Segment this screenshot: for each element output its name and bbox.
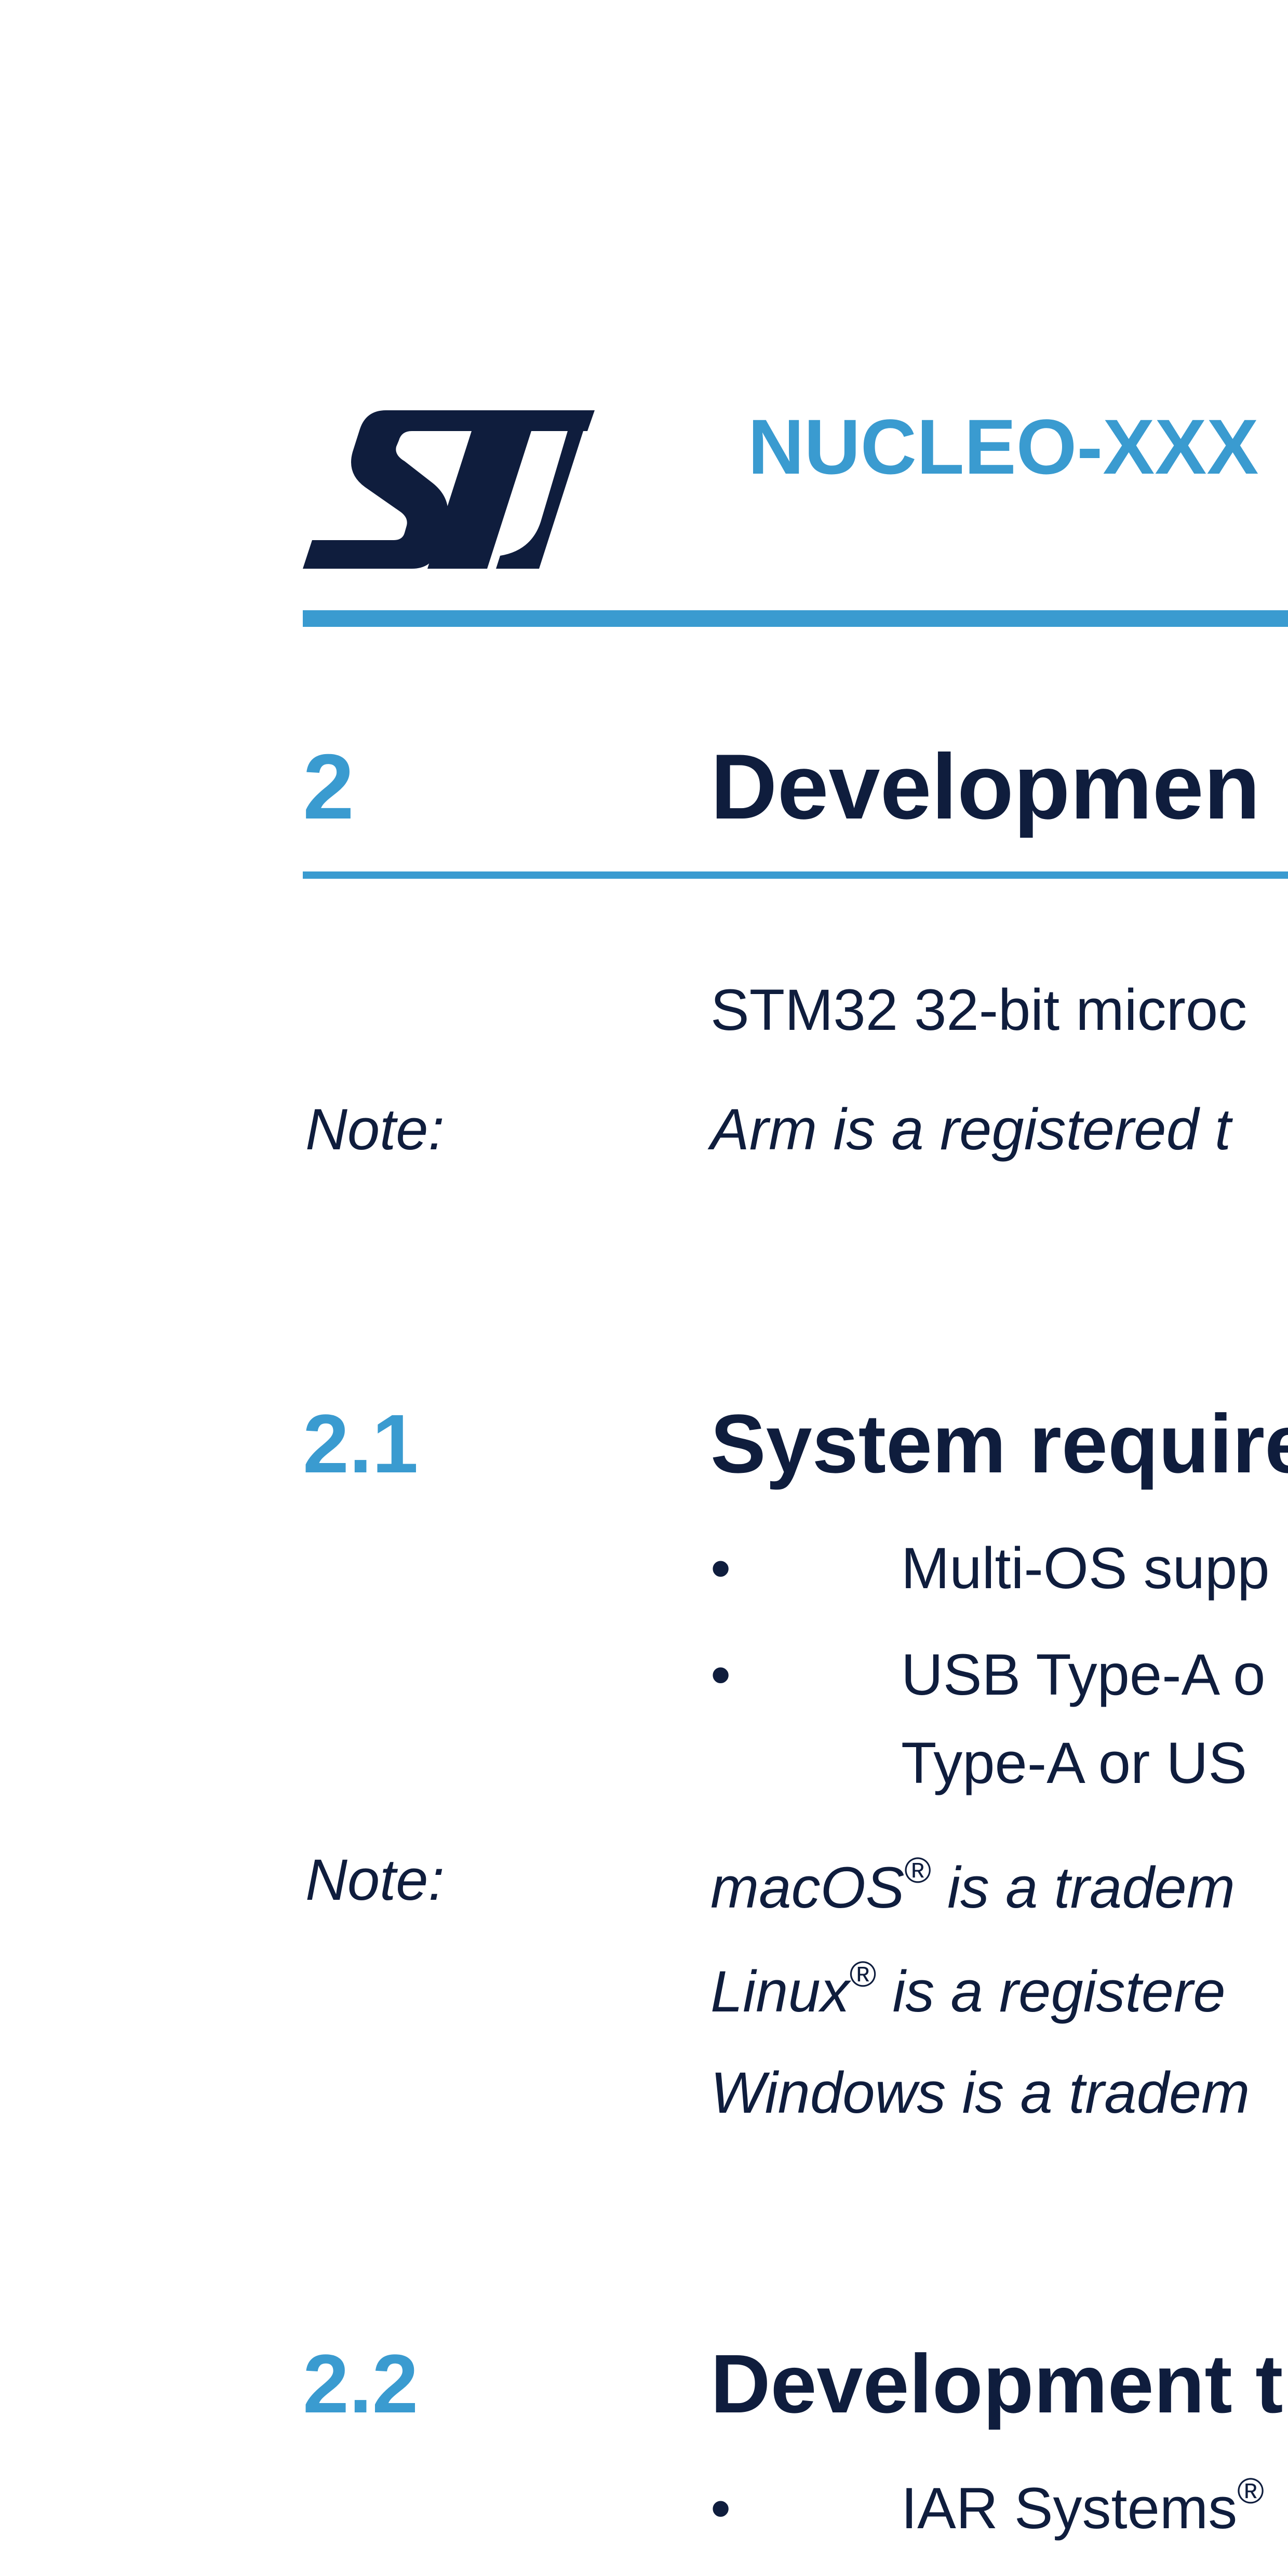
st-logo xyxy=(303,410,595,569)
subsection-number: 2.2 xyxy=(303,2337,419,2430)
section-title: Developmen xyxy=(710,735,1260,838)
document-title: NUCLEO-XXX xyxy=(748,403,1259,490)
bullet-text: IAR Systems® xyxy=(901,2471,1264,2541)
section-number: 2 xyxy=(303,735,354,838)
registered-mark: ® xyxy=(849,1954,877,1994)
bullet-marker: • xyxy=(710,1642,731,1707)
note-text: Windows is a tradem xyxy=(710,2060,1250,2125)
section-divider xyxy=(303,871,1288,879)
header-divider xyxy=(303,610,1288,627)
note-label: Note: xyxy=(305,1847,445,1912)
subsection-title: Development t xyxy=(710,2337,1283,2430)
subsection-number: 2.1 xyxy=(303,1397,419,1490)
note-text: Linux® is a registere xyxy=(710,1954,1226,2024)
note-label: Note: xyxy=(305,1097,445,1162)
subsection-title: System require xyxy=(710,1397,1288,1490)
bullet-marker: • xyxy=(710,2476,731,2541)
bullet-text: Multi-OS supp xyxy=(901,1536,1270,1601)
bullet-marker: • xyxy=(710,1536,731,1601)
registered-mark: ® xyxy=(1237,2471,1264,2511)
bullet-text-continued: Type-A or US xyxy=(901,1730,1247,1795)
note-text: Arm is a registered t xyxy=(710,1097,1231,1162)
bullet-text: USB Type-A o xyxy=(901,1642,1266,1707)
note-text: macOS® is a tradem xyxy=(710,1850,1236,1920)
registered-mark: ® xyxy=(904,1850,931,1890)
section-intro: STM32 32-bit microc xyxy=(710,977,1247,1042)
